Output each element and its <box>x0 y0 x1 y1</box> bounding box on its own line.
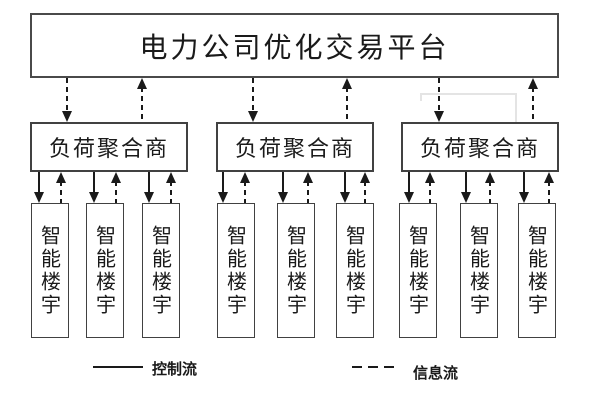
control-flow-down-arrow <box>278 172 288 203</box>
info-flow-up-arrow <box>544 172 554 203</box>
info-flow-label: 信息流 <box>413 364 459 382</box>
control-flow-down-arrow <box>89 172 99 203</box>
info-flow-up-arrow <box>425 172 435 203</box>
building-box: 智能楼宇 <box>518 203 556 338</box>
building-box: 智能楼宇 <box>31 203 69 338</box>
artifact-line <box>420 93 516 95</box>
info-flow-down-arrow <box>62 78 72 122</box>
platform-box: 电力公司优化交易平台 <box>30 13 559 78</box>
info-flow-up-arrow <box>485 172 495 203</box>
control-flow-down-arrow <box>144 172 154 203</box>
aggregator-label: 负荷聚合商 <box>234 137 355 162</box>
building-label: 智能楼宇 <box>342 224 367 317</box>
control-flow-down-arrow <box>34 172 44 203</box>
building-box: 智能楼宇 <box>277 203 315 338</box>
legend: 控制流 信息流 <box>0 355 600 385</box>
control-flow-down-arrow <box>404 172 414 203</box>
info-flow-down-arrow <box>248 78 258 122</box>
building-label: 智能楼宇 <box>283 224 308 317</box>
building-label: 智能楼宇 <box>405 224 430 317</box>
info-flow-up-arrow <box>137 78 147 122</box>
building-box: 智能楼宇 <box>142 203 180 338</box>
aggregator-box: 负荷聚合商 <box>401 122 559 172</box>
building-label: 智能楼宇 <box>223 224 248 317</box>
aggregator-box: 负荷聚合商 <box>30 122 188 172</box>
building-box: 智能楼宇 <box>86 203 124 338</box>
control-flow-line-sample <box>93 366 143 368</box>
artifact-line <box>420 93 422 101</box>
info-flow-down-arrow <box>434 78 444 122</box>
building-label: 智能楼宇 <box>92 224 117 317</box>
building-label: 智能楼宇 <box>466 224 491 317</box>
building-label: 智能楼宇 <box>37 224 62 317</box>
control-flow-down-arrow <box>461 172 471 203</box>
building-label: 智能楼宇 <box>524 224 549 317</box>
building-box: 智能楼宇 <box>460 203 498 338</box>
info-flow-up-arrow <box>342 78 352 122</box>
building-box: 智能楼宇 <box>336 203 374 338</box>
aggregator-label: 负荷聚合商 <box>419 137 540 162</box>
info-flow-up-arrow <box>56 172 66 203</box>
control-flow-down-arrow <box>340 172 350 203</box>
control-flow-down-arrow <box>218 172 228 203</box>
aggregator-label: 负荷聚合商 <box>48 137 169 162</box>
info-flow-up-arrow <box>303 172 313 203</box>
aggregator-box: 负荷聚合商 <box>216 122 374 172</box>
building-label: 智能楼宇 <box>148 224 173 317</box>
building-box: 智能楼宇 <box>399 203 437 338</box>
control-flow-label: 控制流 <box>152 360 198 378</box>
control-flow-down-arrow <box>519 172 529 203</box>
platform-title: 电力公司优化交易平台 <box>139 30 450 64</box>
info-flow-up-arrow <box>240 172 250 203</box>
building-box: 智能楼宇 <box>217 203 255 338</box>
info-flow-line-sample <box>352 366 400 368</box>
artifact-line <box>515 93 517 122</box>
info-flow-up-arrow <box>528 78 538 122</box>
info-flow-up-arrow <box>360 172 370 203</box>
info-flow-up-arrow <box>111 172 121 203</box>
info-flow-up-arrow <box>166 172 176 203</box>
